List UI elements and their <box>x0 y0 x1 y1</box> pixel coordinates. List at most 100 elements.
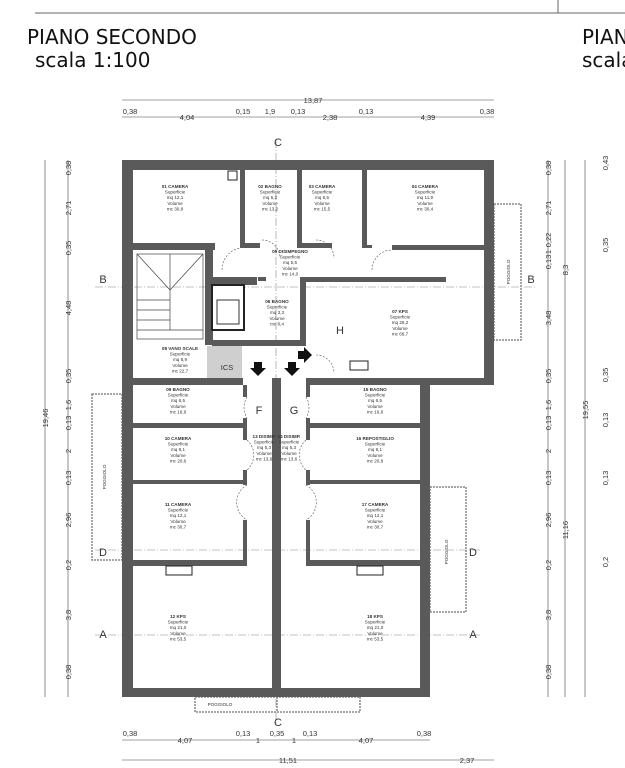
room-volume: mc 66,7 <box>392 331 409 336</box>
dimension-value: 0,13 <box>544 255 553 270</box>
dimension-value: 4,39 <box>421 113 436 122</box>
dimension-value: 4,07 <box>359 736 374 745</box>
dimension-value: 0,13 <box>544 471 553 486</box>
room-volume: mc 13,6 <box>256 456 273 461</box>
dimension-value: 0,43 <box>601 156 610 171</box>
room-sup-label: Superficie <box>168 620 189 625</box>
room-sup-label: Superficie <box>254 440 275 445</box>
balcony-labels: POGGIOLO POGGIOLO POGGIOLO POGGIOLO <box>102 259 511 707</box>
dimension-value: 0,2 <box>64 560 73 570</box>
room-name: 04 CAMERA <box>412 184 439 189</box>
dimension-value: 0,35 <box>64 241 73 256</box>
ics-area <box>207 346 242 378</box>
room-sup-label: Superficie <box>279 440 300 445</box>
room-vol-label: Volume <box>367 519 383 524</box>
dimension-value: 0,2 <box>544 560 553 570</box>
room-vol-label: Volume <box>262 201 278 206</box>
dimension-value: 11,51 <box>279 756 297 765</box>
room-volume: mc 30,7 <box>170 524 187 529</box>
room-sup-label: Superficie <box>260 190 281 195</box>
room-sup-label: Superficie <box>365 393 386 398</box>
balcony-left <box>91 393 123 561</box>
room-sup-label: Superficie <box>165 190 186 195</box>
room-sup-label: Superficie <box>365 508 386 513</box>
dimension-value: 1 <box>544 250 553 254</box>
room-area: mq 6,5 <box>171 398 185 403</box>
room-area: mq 6,5 <box>368 398 382 403</box>
room-volume: mc 16,6 <box>367 409 384 414</box>
room-name: 16 REPOSTIGLIO <box>356 436 394 441</box>
dimension-value: 3,8 <box>544 610 553 620</box>
boiler-icon <box>227 170 238 181</box>
dimension-value: 11,16 <box>561 521 570 539</box>
room-name: 06 BAGNO <box>265 299 289 304</box>
dimension-value: 0,13 <box>64 416 73 431</box>
plan-title-text: PIANO SECONDO <box>27 27 197 48</box>
room-vol-label: Volume <box>417 201 433 206</box>
room-name: 05 DISIMPEGNO <box>272 249 308 254</box>
dimension-value: 0,38 <box>480 107 495 116</box>
next-plan-title-text: PIANO SECONDO <box>582 27 625 48</box>
room-vol-label: Volume <box>167 201 183 206</box>
section-markers: C C B B D D A A <box>99 137 535 729</box>
room-volume: mc 20,8 <box>367 458 384 463</box>
dimension-value: 8,3 <box>561 265 570 275</box>
arrow-down-icon <box>284 362 300 376</box>
zone-h: H <box>336 325 344 337</box>
balcony-label-right: POGGIOLO <box>444 539 449 564</box>
room-name: 09 BAGNO <box>166 387 190 392</box>
room-volume: mc 30,4 <box>417 206 434 211</box>
room-name: 02 BAGNO <box>258 184 282 189</box>
dimension-value: 0,35 <box>64 369 73 384</box>
sheet-frame <box>35 0 625 14</box>
room-vol-label: Volume <box>269 316 285 321</box>
room-volume: mc 22,7 <box>172 368 189 373</box>
section-d-right: D <box>469 547 477 559</box>
dimension-value: 0,38 <box>544 161 553 176</box>
room-vol-label: Volume <box>282 266 298 271</box>
room-area: mq 8,1 <box>368 447 382 452</box>
plan-title: PIANO SECONDO <box>27 27 197 48</box>
room-vol-label: Volume <box>170 453 186 458</box>
room-volume: mc 13,2 <box>262 206 279 211</box>
room-area: mq 12,1 <box>367 513 384 518</box>
plan-scale: scala 1:100 <box>35 50 175 71</box>
dimension-value: 13,87 <box>304 96 323 105</box>
dimension-value: 0,13 <box>601 471 610 486</box>
sink-icon <box>356 565 384 576</box>
section-a-right: A <box>469 629 477 641</box>
dimension-value: 3,8 <box>64 610 73 620</box>
walls <box>122 160 494 697</box>
sink-icon <box>165 565 193 576</box>
room-sup-label: Superficie <box>312 190 333 195</box>
room-sup-label: Superficie <box>168 508 189 513</box>
room-name: 14 DISIMP. <box>278 434 301 439</box>
room-volume: mc 15,5 <box>314 206 331 211</box>
room-area: mq 5,2 <box>263 195 277 200</box>
room-name: 17 CAMERA <box>362 502 389 507</box>
dimension-value: 0,38 <box>544 665 553 680</box>
dimension-value: 2,71 <box>64 201 73 216</box>
dimension-value: 0,38 <box>123 729 138 738</box>
room-volume: mc 30,8 <box>167 206 184 211</box>
dimension-value: 0,38 <box>123 107 138 116</box>
dimension-value: 4,48 <box>64 301 73 316</box>
dimension-value: 2,96 <box>64 513 73 528</box>
room-area: mq 5,3 <box>257 445 271 450</box>
dimension-value: 0,35 <box>544 369 553 384</box>
room-vol-label: Volume <box>256 451 272 456</box>
dimension-value: 0,13 <box>236 729 251 738</box>
zone-g: G <box>290 405 299 417</box>
room-name: 03 CAMERA <box>309 184 336 189</box>
room-area: mq 6,5 <box>315 195 329 200</box>
room-area: mq 26,2 <box>392 320 409 325</box>
arrow-right-icon <box>298 347 312 363</box>
